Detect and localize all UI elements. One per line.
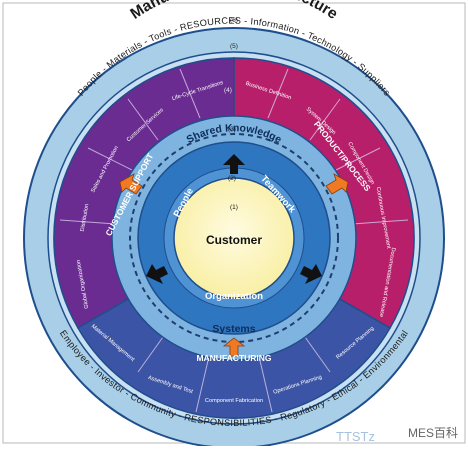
arrow-manufacturing [222,337,246,357]
black-arrow-top [223,154,245,174]
manufacturing-title: MANUFACTURING [196,353,271,363]
watermark-text: MES百科 [408,426,458,440]
watermark: TTSTz MES百科 [336,426,458,444]
arrow-customer-support [119,173,143,195]
level-number-1: (1) [230,204,238,211]
customer-label: Customer [206,233,262,247]
level-number-6: (6) [230,17,238,24]
watermark-sub: TTSTz [336,429,375,444]
black-arrow-right [300,264,322,284]
systems-label: Systems [212,323,255,335]
level-number-2: (2) [228,175,236,182]
customer-core[interactable] [173,177,295,299]
level-number-5: (5) [230,43,238,50]
mfg-item-component-fabrication[interactable]: Component Fabrication [205,398,263,404]
level-number-3: (3) [228,126,236,133]
black-arrow-left [146,264,168,284]
organization-label: Organization [205,291,263,302]
arrow-product-process [325,173,349,195]
level-number-4: (4) [224,87,232,94]
cs-item-distribution[interactable]: Distribution [80,204,91,233]
